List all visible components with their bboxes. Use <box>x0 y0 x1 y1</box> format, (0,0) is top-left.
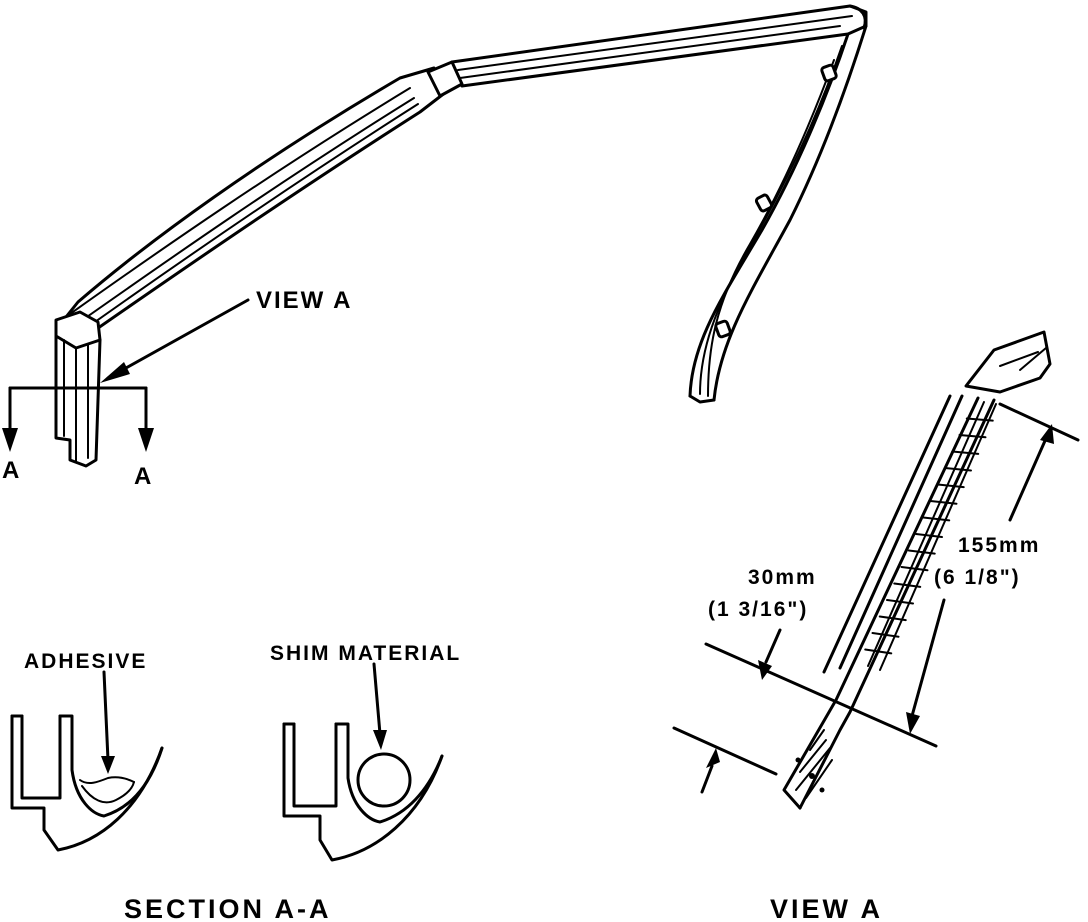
section-marker-left: A <box>2 457 21 484</box>
section-cut-line <box>2 386 154 452</box>
ladder-rung <box>929 500 958 505</box>
weatherstrip-frame <box>54 4 868 468</box>
ladder-rung <box>965 417 994 422</box>
view-a-leader <box>100 298 250 383</box>
dimension-30mm <box>672 628 938 794</box>
section-a-a-right <box>282 722 444 862</box>
dim-30mm-metric: 30mm <box>748 566 817 589</box>
view-a-detail <box>782 330 1052 810</box>
view-a-caption: VIEW A <box>770 894 883 922</box>
ladder-rung <box>958 434 987 439</box>
section-a-a-left <box>10 714 164 852</box>
adhesive-leader <box>101 670 115 774</box>
section-a-a-caption: SECTION A-A <box>124 894 332 922</box>
ladder-rung <box>936 483 965 489</box>
ladder-rung <box>886 599 914 605</box>
ladder-rung <box>951 450 980 455</box>
shim-material-leader <box>372 662 387 750</box>
ladder-rung <box>944 467 972 472</box>
adhesive-label: ADHESIVE <box>24 650 147 673</box>
ladder-rung <box>922 516 951 522</box>
ladder-rung <box>900 566 929 572</box>
ladder-rung <box>878 615 907 622</box>
dimension-155mm <box>906 402 1080 734</box>
section-marker-right: A <box>134 463 153 490</box>
dim-155mm-metric: 155mm <box>958 534 1040 557</box>
view-a-top-label: VIEW A <box>256 287 352 314</box>
ladder-rung <box>907 549 936 555</box>
ladder-rungs <box>864 417 994 655</box>
ladder-rung <box>871 632 900 638</box>
shim-material-label: SHIM MATERIAL <box>270 642 461 665</box>
dim-155mm-imperial: (6 1/8") <box>934 566 1021 589</box>
ladder-rung <box>893 582 922 588</box>
dim-30mm-imperial: (1 3/16") <box>708 598 808 621</box>
ladder-rung <box>915 533 943 538</box>
ladder-rung <box>864 648 893 655</box>
